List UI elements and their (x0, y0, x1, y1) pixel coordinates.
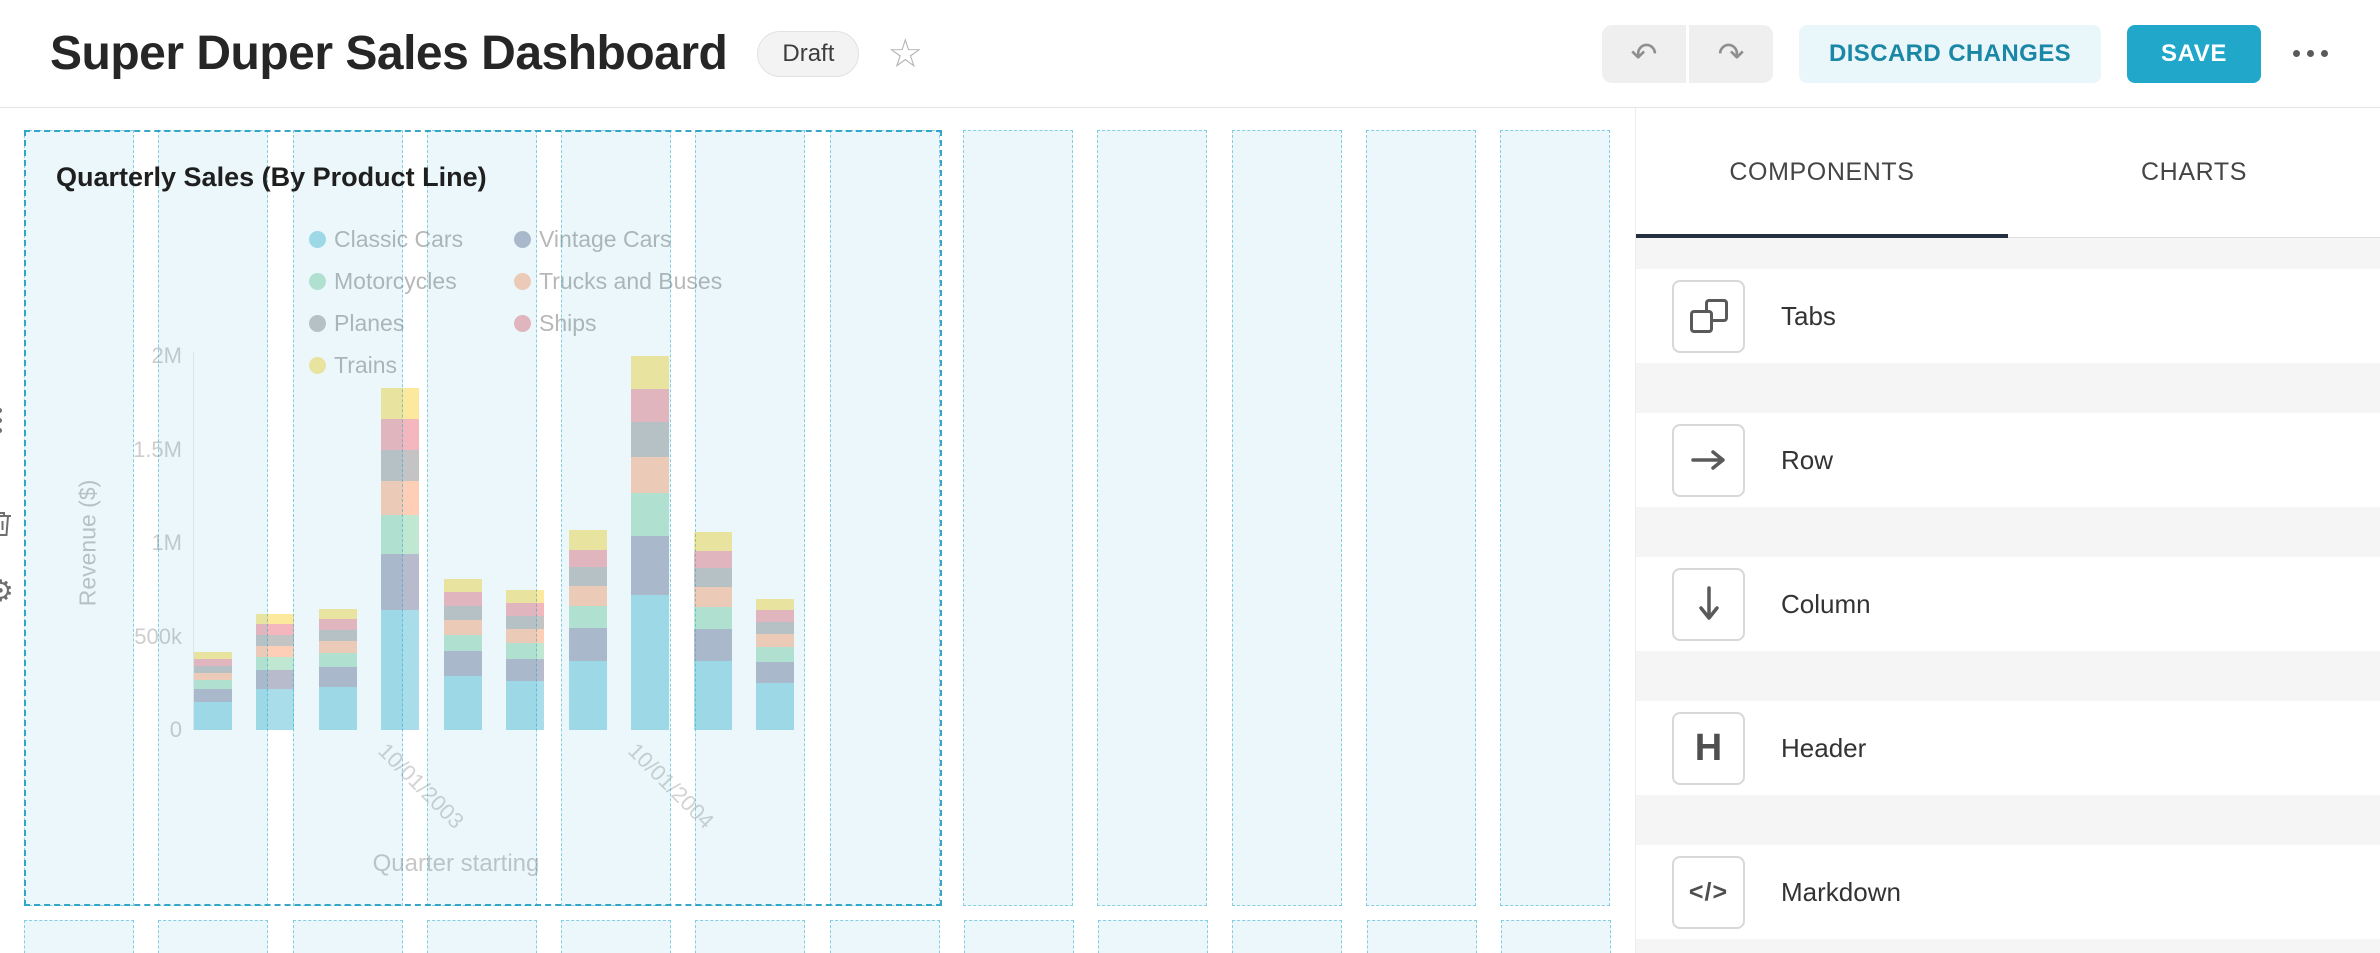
x-axis-title: Quarter starting (372, 850, 540, 877)
builder-sidebar: COMPONENTS CHARTS Tabs Row (1635, 108, 2380, 953)
dashboard-canvas: Quarterly Sales (By Product Line) Classi… (0, 108, 1635, 953)
stacked-bar (318, 608, 357, 730)
legend-dot-icon (309, 315, 326, 332)
legend-item: Trains (309, 352, 514, 379)
header-controls: ↶ ↷ DISCARD CHANGES SAVE (1602, 24, 2334, 83)
header-icon: H (1672, 711, 1745, 785)
y-tick-label: 1M (151, 530, 182, 555)
y-axis-title: Revenue ($) (74, 479, 101, 607)
y-tick-label: 500k (134, 623, 182, 649)
legend-item: Planes (309, 310, 514, 337)
y-tick-label: 0 (169, 717, 182, 742)
tabs-icon (1672, 279, 1745, 353)
y-axis-line (193, 352, 194, 730)
components-panel: Tabs Row Column (1636, 238, 2380, 939)
more-options-icon[interactable] (2287, 38, 2334, 69)
chart-title: Quarterly Sales (By Product Line) (56, 162, 487, 192)
stacked-bar (568, 529, 607, 730)
tab-charts[interactable]: CHARTS (2141, 158, 2247, 186)
stacked-bar (756, 599, 794, 730)
page-title[interactable]: Super Duper Sales Dashboard (50, 27, 728, 80)
component-card-column[interactable]: Column (1636, 557, 2380, 651)
stacked-bar (194, 651, 232, 730)
stacked-bar (256, 614, 295, 730)
legend-dot-icon (514, 273, 531, 290)
column-arrow-icon (1672, 567, 1745, 641)
row-arrow-icon (1672, 423, 1745, 497)
legend-dot-icon (514, 315, 531, 332)
drag-handle-icon[interactable] (0, 408, 2, 433)
stacked-bar (506, 589, 545, 730)
gear-icon[interactable]: ⚙ (0, 574, 14, 609)
x-tick-label: 10/01/2004 (623, 738, 719, 834)
editor-body: Quarterly Sales (By Product Line) Classi… (0, 108, 2380, 953)
y-tick-label: 2M (151, 343, 182, 368)
status-badge: Draft (757, 30, 860, 77)
component-label: Row (1781, 444, 1834, 475)
discard-changes-button[interactable]: DISCARD CHANGES (1799, 24, 2102, 83)
component-card-header[interactable]: H Header (1636, 701, 2380, 795)
grid-overlay-bottom-row (24, 920, 1614, 953)
undo-icon[interactable]: ↶ (1602, 24, 1686, 83)
stacked-bar (631, 356, 670, 730)
legend-item: Ships (514, 310, 722, 337)
stacked-bars (194, 356, 794, 730)
component-label: Markdown (1781, 876, 1901, 907)
redo-icon[interactable]: ↷ (1689, 24, 1773, 83)
legend-item: Classic Cars (309, 226, 514, 253)
tab-components[interactable]: COMPONENTS (1636, 108, 2008, 238)
component-card-row[interactable]: Row (1636, 413, 2380, 507)
undo-redo-group: ↶ ↷ (1602, 24, 1773, 83)
component-label: Column (1781, 588, 1871, 619)
component-card-tabs[interactable]: Tabs (1636, 269, 2380, 363)
favorite-star-icon[interactable]: ☆ (887, 31, 924, 76)
y-tick-label: 1.5M (133, 436, 182, 462)
legend-dot-icon (514, 231, 531, 248)
stacked-bar (443, 578, 482, 730)
trash-icon[interactable] (0, 510, 13, 541)
legend-item: Trucks and Buses (514, 268, 722, 295)
component-card-markdown[interactable]: </> Markdown (1636, 845, 2380, 939)
save-button[interactable]: SAVE (2127, 24, 2261, 83)
legend-item: Vintage Cars (514, 226, 722, 253)
legend-item: Motorcycles (309, 268, 514, 295)
stacked-bar (693, 531, 732, 730)
chart-card[interactable]: Quarterly Sales (By Product Line) Classi… (24, 130, 942, 906)
markdown-icon: </> (1672, 855, 1745, 929)
legend-dot-icon (309, 231, 326, 248)
component-label: Tabs (1781, 300, 1836, 331)
sidebar-tabbar: COMPONENTS CHARTS (1636, 108, 2380, 238)
header-bar: Super Duper Sales Dashboard Draft ☆ ↶ ↷ … (0, 0, 2380, 108)
component-label: Header (1781, 732, 1867, 763)
stacked-bar (381, 387, 420, 730)
legend-dot-icon (309, 273, 326, 290)
grid-overlay-right (963, 130, 1613, 906)
x-tick-label: 10/01/2003 (373, 738, 470, 834)
legend-dot-icon (309, 357, 326, 374)
